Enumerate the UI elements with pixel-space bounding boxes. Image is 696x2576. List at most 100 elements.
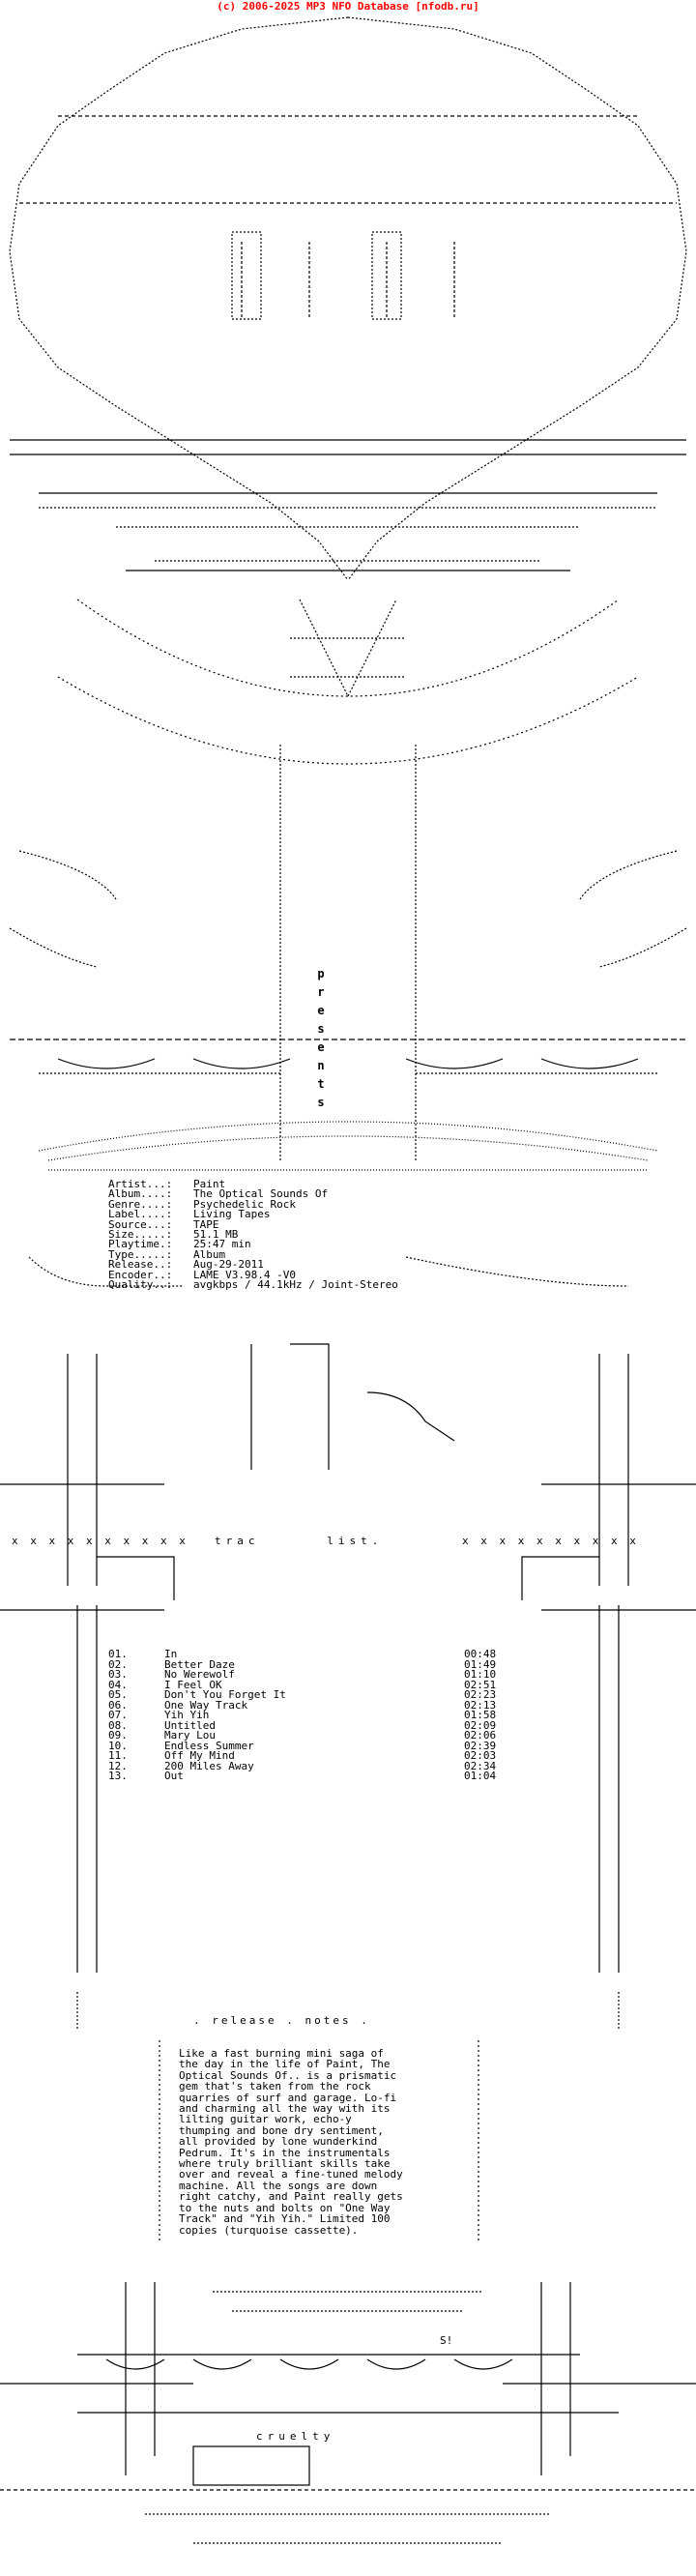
track-number: 13. <box>108 1770 128 1782</box>
track-number: 09. <box>108 1729 128 1742</box>
copyright-header: (c) 2006-2025 MP3 NFO Database [nfodb.ru… <box>217 0 479 13</box>
info-value: 25:47 min <box>193 1238 251 1251</box>
info-value: Paint <box>193 1178 226 1190</box>
track-number: 12. <box>108 1759 128 1772</box>
track-time: 02:13 <box>464 1698 497 1712</box>
notes-line: to the nuts and bolts on "One Way <box>179 2201 391 2214</box>
group-signature: cruelty <box>256 2430 335 2443</box>
presents-letter: s <box>317 1096 325 1109</box>
track-title: Off My Mind <box>164 1749 235 1762</box>
notes-line: and charming all the way with its <box>179 2102 391 2116</box>
track-time: 02:23 <box>464 1688 497 1701</box>
track-time: 02:06 <box>464 1729 497 1742</box>
presents-letter: r <box>317 985 325 999</box>
info-key: Release..: <box>108 1258 173 1272</box>
top-ornament <box>9 16 687 1160</box>
signature-mark: S! <box>440 2334 453 2347</box>
info-key: Artist...: <box>108 1178 173 1190</box>
tracklist-frame <box>0 1343 696 2031</box>
notes-line: right catchy, and Paint really gets <box>179 2190 403 2204</box>
info-key: Quality..: <box>108 1278 173 1291</box>
track-title: Better Daze <box>164 1657 235 1671</box>
notes-line: all provided by lone wunderkind <box>179 2135 378 2149</box>
info-frame <box>28 1256 629 1287</box>
tracklist-left-crosses: x x x x x x x x x x <box>12 1535 188 1547</box>
track-title: No Werewolf <box>164 1668 235 1681</box>
track-time: 01:04 <box>464 1770 497 1782</box>
presents-letter: e <box>317 1004 325 1017</box>
track-time: 02:51 <box>464 1678 497 1691</box>
track-title: I Feel OK <box>164 1678 222 1691</box>
tracklist-right-crosses: x x x x x x x x x x <box>462 1535 639 1547</box>
notes-line: thumping and bone dry sentiment, <box>179 2123 384 2137</box>
notes-line: over and reveal a fine-tuned melody <box>179 2168 403 2181</box>
group-logo-art <box>0 2282 696 2544</box>
notes-line: quarries of surf and garage. Lo-fi <box>179 2091 397 2104</box>
presents-letter: n <box>317 1059 325 1072</box>
track-title: Mary Lou <box>164 1729 216 1742</box>
track-number: 02. <box>108 1657 128 1671</box>
track-title: Out <box>164 1770 184 1782</box>
info-key: Size.....: <box>108 1228 173 1241</box>
track-number: 08. <box>108 1718 128 1732</box>
info-key: Label....: <box>108 1208 173 1221</box>
track-title: Untitled <box>164 1718 216 1732</box>
info-key: Source...: <box>108 1217 173 1231</box>
track-time: 02:03 <box>464 1749 497 1762</box>
track-title: Don't You Forget It <box>164 1688 286 1701</box>
track-time: 02:09 <box>464 1718 497 1732</box>
presents-letter: p <box>317 967 325 981</box>
track-title: Yih Yih <box>164 1709 210 1721</box>
info-key: Type.....: <box>108 1247 173 1261</box>
info-value: avgkbps / 44.1kHz / Joint-Stereo <box>193 1278 398 1291</box>
notes-line: lilting guitar work, echo-y <box>179 2113 352 2126</box>
track-time: 01:10 <box>464 1668 497 1681</box>
release-notes-label: . release . notes . <box>193 2014 370 2027</box>
notes-line: Optical Sounds Of.. is a prismatic <box>179 2068 397 2082</box>
notes-line: Track" and "Yih Yih." Limited 100 <box>179 2212 391 2226</box>
track-time: 01:58 <box>464 1709 497 1721</box>
track-title: One Way Track <box>164 1698 248 1712</box>
track-number: 03. <box>108 1668 128 1681</box>
release-banner-art <box>10 1039 686 1171</box>
track-time: 02:34 <box>464 1759 497 1772</box>
presents-letter: s <box>317 1022 325 1036</box>
info-value: Psychedelic Rock <box>193 1197 296 1211</box>
track-number: 07. <box>108 1709 128 1721</box>
track-time: 02:39 <box>464 1739 497 1752</box>
info-value: 51.1 MB <box>193 1228 239 1241</box>
notes-line: Pedrum. It's in the instrumentals <box>179 2146 391 2159</box>
track-title: 200 Miles Away <box>164 1759 254 1772</box>
track-number: 04. <box>108 1678 128 1691</box>
track-number: 10. <box>108 1739 128 1752</box>
track-time: 01:49 <box>464 1657 497 1671</box>
track-number: 11. <box>108 1749 128 1762</box>
notes-line: the day in the life of Paint, The <box>179 2058 391 2071</box>
info-value: Aug-29-2011 <box>193 1258 264 1272</box>
info-value: LAME V3.98.4 -V0 <box>193 1268 296 1281</box>
info-value: TAPE <box>193 1217 219 1231</box>
notes-line: machine. All the songs are down <box>179 2179 378 2192</box>
notes-line: gem that's taken from the rock <box>179 2080 371 2093</box>
presents-letter: e <box>317 1040 325 1054</box>
notes-line: Like a fast burning mini saga of <box>179 2047 384 2060</box>
track-number: 06. <box>108 1698 128 1712</box>
notes-rails <box>159 2040 479 2243</box>
info-value: Living Tapes <box>193 1208 271 1221</box>
info-key: Album....: <box>108 1187 173 1201</box>
info-value: The Optical Sounds Of <box>193 1187 329 1201</box>
info-key: Playtime.: <box>108 1238 173 1251</box>
notes-line: where truly brilliant skills take <box>179 2157 391 2171</box>
track-number: 05. <box>108 1688 128 1701</box>
track-number: 01. <box>108 1648 128 1660</box>
track-title: In <box>164 1648 178 1660</box>
track-time: 00:48 <box>464 1648 497 1660</box>
tracklist-label: trac list. <box>215 1535 384 1547</box>
info-key: Encoder..: <box>108 1268 173 1281</box>
presents-letter: t <box>317 1077 325 1091</box>
notes-line: copies (turquoise cassette). <box>179 2223 359 2237</box>
track-title: Endless Summer <box>164 1739 254 1752</box>
